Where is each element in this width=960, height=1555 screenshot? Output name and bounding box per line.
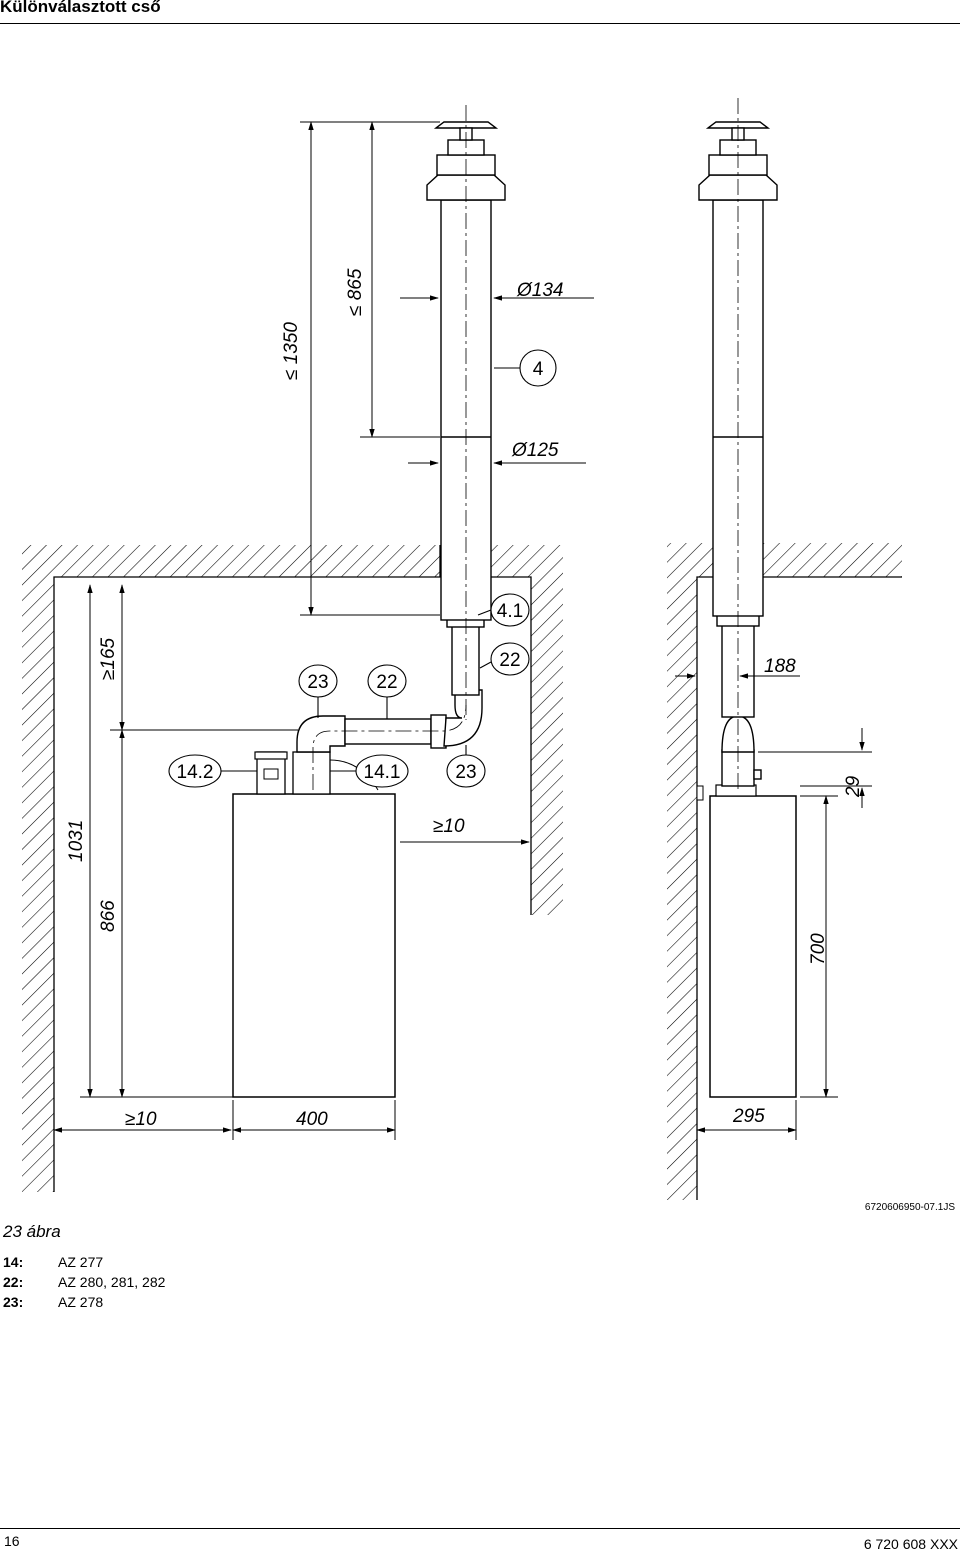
legend-key: 14: xyxy=(3,1254,24,1270)
legend-key: 22: xyxy=(3,1274,24,1290)
dim-10-side: ≥10 xyxy=(433,816,465,837)
boiler-side xyxy=(696,784,797,1098)
dim-1031: 1031 xyxy=(66,820,87,862)
legend-value: AZ 278 xyxy=(58,1294,104,1310)
wall-right-view xyxy=(667,543,902,1200)
dim-d134: Ø134 xyxy=(516,280,563,301)
callout-14-2: 14.2 xyxy=(177,762,214,783)
dim-400: 400 xyxy=(296,1109,328,1130)
legend-key: 23: xyxy=(3,1294,24,1310)
dim-295: 295 xyxy=(732,1106,765,1127)
callout-22-right: 22 xyxy=(499,650,520,671)
dimension-lines xyxy=(53,121,872,1140)
callouts xyxy=(168,349,557,788)
figure-caption: 23 ábra xyxy=(3,1222,61,1241)
header-rule xyxy=(0,23,960,24)
dim-700: 700 xyxy=(808,933,829,965)
callout-texts: 4 4.1 22 23 22 23 14.2 14.1 xyxy=(177,359,544,783)
footer-rule xyxy=(0,1528,960,1529)
legend-item: 23: AZ 278 xyxy=(3,1292,165,1312)
legend-item: 14: AZ 277 xyxy=(3,1252,165,1272)
dim-188: 188 xyxy=(764,656,796,677)
technical-drawing: ≤ 1350 ≤ 865 Ø134 Ø125 1031 866 ≥165 ≥10… xyxy=(22,98,955,1213)
figure-code: 6720606950-07.1JS xyxy=(865,1202,955,1213)
legend: 14: AZ 277 22: AZ 280, 281, 282 23: AZ 2… xyxy=(3,1252,165,1312)
callout-4-1: 4.1 xyxy=(497,601,523,622)
page-number: 16 xyxy=(4,1533,20,1549)
dim-865: ≤ 865 xyxy=(345,268,366,316)
dimension-texts: ≤ 1350 ≤ 865 Ø134 Ø125 1031 866 ≥165 ≥10… xyxy=(66,268,864,1130)
callout-4: 4 xyxy=(533,359,544,380)
dim-1350: ≤ 1350 xyxy=(281,322,302,380)
callout-23-bottom: 23 xyxy=(455,762,476,783)
legend-value: AZ 280, 281, 282 xyxy=(58,1274,166,1290)
callout-23-top: 23 xyxy=(307,672,328,693)
flue-pipe-front xyxy=(296,121,506,753)
dim-165: ≥165 xyxy=(98,637,119,680)
dim-866: 866 xyxy=(98,900,119,932)
legend-value: AZ 277 xyxy=(58,1254,104,1270)
dim-d125: Ø125 xyxy=(511,440,559,461)
dim-29: 29 xyxy=(843,775,864,798)
page-title: Különválasztott cső xyxy=(0,0,161,16)
dim-10-bottom: ≥10 xyxy=(125,1109,157,1130)
callout-22-top: 22 xyxy=(376,672,397,693)
document-code: 6 720 608 XXX xyxy=(863,1536,958,1552)
legend-item: 22: AZ 280, 281, 282 xyxy=(3,1272,165,1292)
boiler-front xyxy=(232,751,396,1098)
callout-14-1: 14.1 xyxy=(364,762,401,783)
